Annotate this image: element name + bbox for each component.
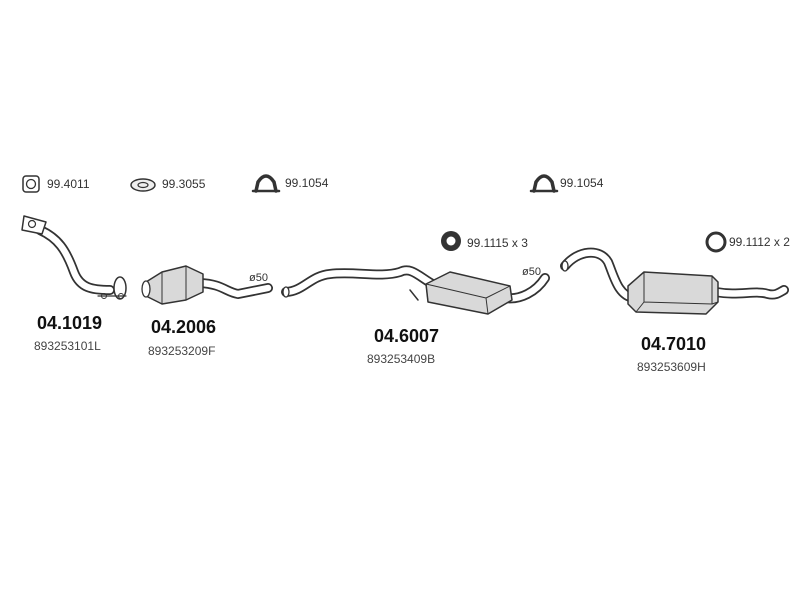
part-code: 04.2006 — [151, 317, 217, 337]
accessory-code: 99.3055 — [162, 177, 206, 191]
u-clamp-icon — [251, 174, 281, 193]
ring-gasket-icon — [130, 178, 156, 192]
accessory-code: 99.1115 x 3 — [467, 236, 528, 250]
rubber-ring-icon — [705, 231, 727, 253]
oem-number: 893253209F — [148, 344, 216, 358]
square-gasket-icon — [22, 175, 40, 193]
accessory-code: 99.4011 — [47, 177, 90, 191]
u-clamp-icon — [529, 174, 559, 193]
accessory-code: 99.1054 — [560, 176, 604, 190]
oem-number: 893253409B — [367, 352, 436, 366]
part-code: 04.6007 — [374, 326, 440, 346]
part-code: 04.7010 — [641, 334, 707, 354]
part-code: 04.1019 — [37, 313, 103, 333]
middle-silencer-part — [281, 265, 550, 315]
oem-number: 893253609H — [637, 360, 706, 374]
rubber-mount-icon — [441, 231, 461, 251]
front-pipe-part — [21, 215, 127, 300]
diameter-label: ø50 — [522, 266, 541, 278]
accessory-code: 99.1112 x 2 — [729, 235, 790, 249]
diameter-label: ø50 — [249, 272, 268, 284]
oem-number: 893253101L — [34, 339, 101, 353]
accessory-code: 99.1054 — [285, 176, 329, 190]
rear-silencer-part — [560, 247, 789, 315]
catalytic-converter-part — [141, 265, 273, 305]
